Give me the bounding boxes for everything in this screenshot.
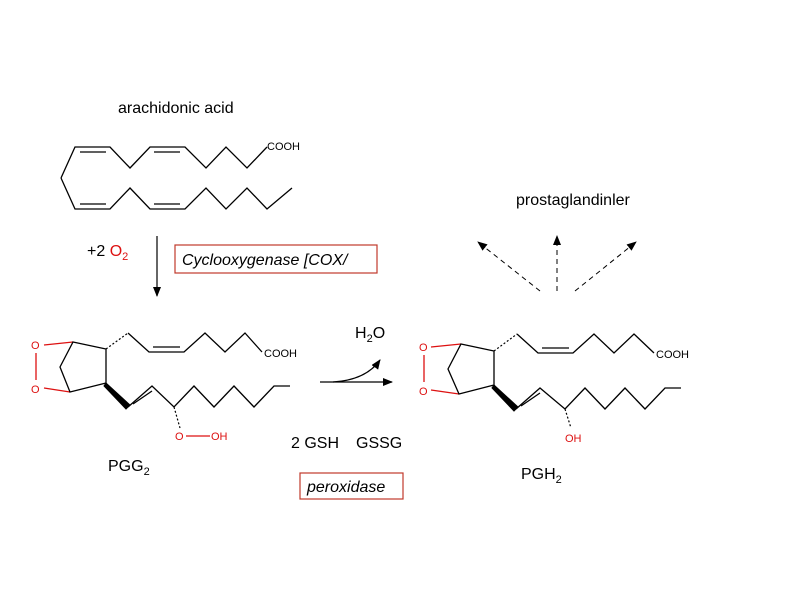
cox-enzyme-box [174, 244, 378, 274]
pgg2-cooh-label: COOH [264, 348, 297, 360]
reagent-prefix: +2 [87, 243, 110, 260]
arachidonic-acid-structure [60, 146, 293, 210]
gsh-label: 2 GSH [291, 435, 339, 452]
product-arrow-right [574, 241, 637, 292]
cox-enzyme-label: Cyclooxygenase [COX/ [182, 252, 349, 269]
pgg2-oxygen-bottom: O [31, 384, 40, 396]
pgh2-hydroxy-label: OH [565, 433, 582, 445]
pgg2-structure [35, 332, 290, 437]
pgg2-hydroperoxy-oh: OH [211, 431, 228, 443]
gssg-label: GSSG [356, 435, 402, 452]
peroxidase-enzyme-box [299, 472, 404, 500]
arachidonic-acid-title: arachidonic acid [118, 100, 234, 117]
product-arrow-left [477, 241, 541, 292]
pgh2-cooh-label: COOH [656, 349, 689, 361]
peroxidase-enzyme-label: peroxidase [306, 479, 385, 496]
pgg2-label: PGG2 [108, 458, 150, 478]
arachidonic-cooh-label: COOH [267, 141, 300, 153]
cox-step-reagent: +2 O2 [87, 243, 128, 263]
water-label: H2O [355, 325, 385, 345]
prostaglandins-label: prostaglandinler [516, 192, 631, 209]
oxygen-subscript: 2 [122, 251, 128, 263]
water-release-arrow [332, 359, 381, 383]
oxygen-symbol: O [110, 243, 122, 260]
pgg2-hydroperoxy-oxygen: O [175, 431, 184, 443]
pgh2-oxygen-bottom: O [419, 386, 428, 398]
pgh2-structure [423, 333, 681, 429]
svg-text:+2 O2: +2 O2 [87, 243, 128, 263]
pgg2-oxygen-top: O [31, 340, 40, 352]
pgh2-label: PGH2 [521, 466, 562, 486]
pgh2-oxygen-top: O [419, 342, 428, 354]
